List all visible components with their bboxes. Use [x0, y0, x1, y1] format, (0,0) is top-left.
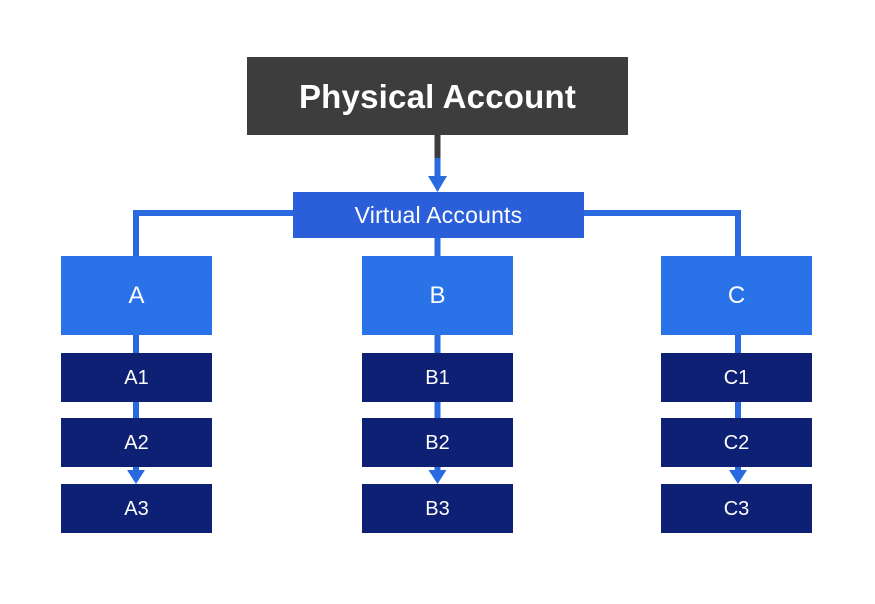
node-leaf-c3: C3: [661, 484, 812, 533]
node-physical-account: Physical Account: [247, 57, 628, 135]
arrowhead-a2-to-a3: [127, 470, 145, 484]
node-group-b: B: [362, 256, 513, 335]
node-leaf-a2: A2: [61, 418, 212, 467]
node-leaf-a3: A3: [61, 484, 212, 533]
arrowhead-root-to-hub: [428, 176, 447, 192]
node-leaf-b2: B2: [362, 418, 513, 467]
node-leaf-c1: C1: [661, 353, 812, 402]
node-leaf-c2: C2: [661, 418, 812, 467]
node-leaf-b1: B1: [362, 353, 513, 402]
node-virtual-accounts: Virtual Accounts: [293, 192, 584, 238]
node-leaf-b3: B3: [362, 484, 513, 533]
node-group-a: A: [61, 256, 212, 335]
arrowhead-c2-to-c3: [729, 470, 747, 484]
node-group-c: C: [661, 256, 812, 335]
node-leaf-a1: A1: [61, 353, 212, 402]
arrowhead-b2-to-b3: [428, 470, 447, 484]
